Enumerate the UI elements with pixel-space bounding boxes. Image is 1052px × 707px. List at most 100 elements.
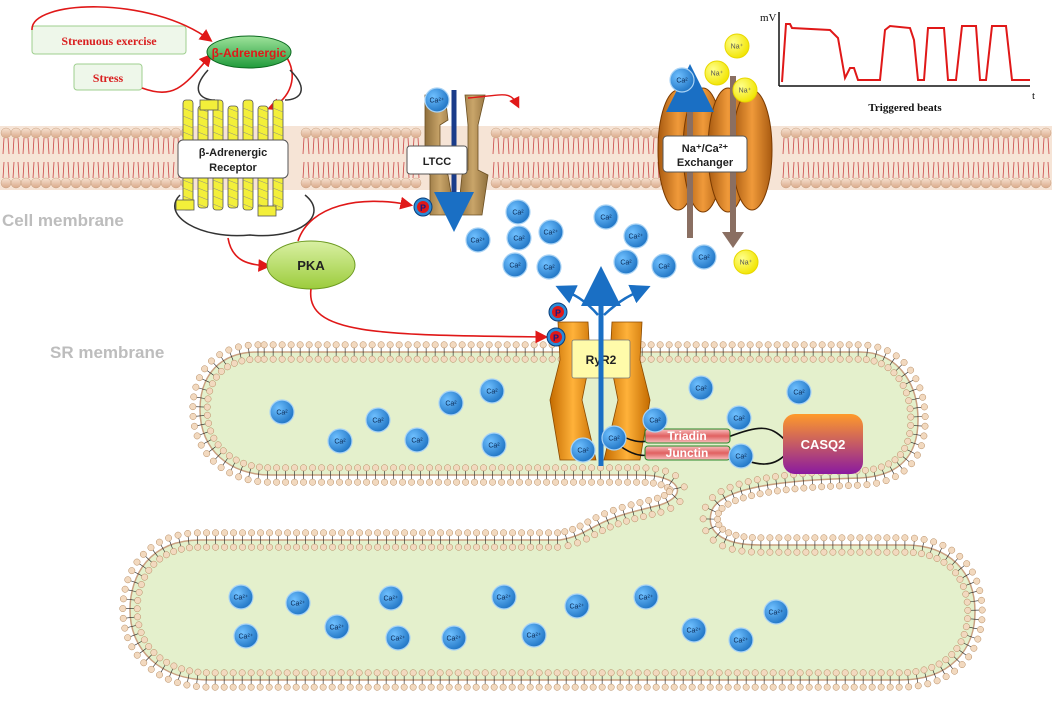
calcium-ion: Ca²: [438, 390, 464, 416]
calcium-ion: Ca²⁺: [324, 614, 350, 640]
svg-text:Ca²⁺: Ca²⁺: [239, 634, 254, 641]
phospho-ltcc: P: [413, 197, 433, 217]
ryr2-channel: RyR2: [549, 266, 651, 466]
arrow-pka-to-ltcc: [297, 196, 414, 242]
sr-membrane-bilayer: [119, 341, 986, 691]
calcium-ion: Ca²⁺: [633, 584, 659, 610]
arrow-pka-to-ryr2: [309, 288, 549, 344]
svg-text:Ca²: Ca²: [676, 78, 688, 85]
svg-text:Receptor: Receptor: [209, 162, 257, 174]
svg-text:Ca²: Ca²: [411, 438, 423, 445]
calcium-ion: Ca²⁺: [424, 87, 450, 113]
sodium-ion: Na⁺: [732, 77, 758, 103]
calcium-ion: Ca²: [786, 379, 812, 405]
calcium-ion: Ca²⁺: [465, 227, 491, 253]
calcium-ion: Ca²: [691, 244, 717, 270]
svg-text:Ca²: Ca²: [733, 416, 745, 423]
calcium-ion: Ca²: [593, 204, 619, 230]
sodium-ion: Na⁺: [733, 249, 759, 275]
svg-text:Ca²: Ca²: [658, 264, 670, 271]
calcium-ion: Ca²: [404, 427, 430, 453]
calcium-ion: Ca²⁺: [521, 622, 547, 648]
svg-text:Ca²⁺: Ca²⁺: [527, 633, 542, 640]
calcium-ion: Ca²⁺: [681, 617, 707, 643]
svg-text:Triadin: Triadin: [667, 429, 706, 443]
sodium-ion: Na⁺: [704, 60, 730, 86]
svg-text:Ca²⁺: Ca²⁺: [687, 628, 702, 635]
arrow-exercise-to-beta: [31, 6, 213, 42]
cell-membrane-bilayer: [0, 126, 1052, 190]
calcium-ion: Ca²: [327, 428, 353, 454]
svg-text:Triggered beats: Triggered beats: [868, 102, 942, 114]
svg-text:Na⁺: Na⁺: [711, 71, 724, 78]
svg-text:P: P: [553, 333, 559, 343]
svg-text:Ca²: Ca²: [276, 410, 288, 417]
svg-text:Ca²⁺: Ca²⁺: [544, 230, 559, 237]
svg-text:Strenuous exercise: Strenuous exercise: [61, 34, 157, 48]
svg-text:Ca²: Ca²: [608, 436, 620, 443]
svg-text:Ca²: Ca²: [793, 390, 805, 397]
svg-text:Ca²⁺: Ca²⁺: [291, 601, 306, 608]
action-potential-trace: [781, 23, 1030, 83]
calcium-ion: Ca²⁺: [378, 585, 404, 611]
svg-text:Ca²⁺: Ca²⁺: [734, 638, 749, 645]
calcium-ion: Ca²⁺: [228, 584, 254, 610]
calcium-ion: Ca²⁺: [564, 593, 590, 619]
svg-text:Ca²: Ca²: [695, 386, 707, 393]
svg-text:Ca²: Ca²: [620, 260, 632, 267]
svg-text:Ca²⁺: Ca²⁺: [430, 98, 445, 105]
svg-text:Ca²: Ca²: [577, 448, 589, 455]
calcium-ion: Ca²: [502, 252, 528, 278]
calcium-ion: Ca²: [479, 378, 505, 404]
svg-text:mV: mV: [760, 12, 777, 24]
calcium-ion: Ca²⁺: [285, 590, 311, 616]
beta-adrenergic-receptor: β-Adrenergic Receptor: [174, 69, 315, 237]
svg-text:P: P: [555, 308, 561, 318]
calcium-ion: Ca²: [651, 253, 677, 279]
svg-text:Ca²⁺: Ca²⁺: [639, 595, 654, 602]
svg-text:t: t: [1032, 90, 1035, 102]
svg-text:Ca²⁺: Ca²⁺: [330, 625, 345, 632]
beta-adrenergic-agonist: β-Adrenergic: [206, 35, 292, 69]
calcium-ion: Ca²⁺: [441, 625, 467, 651]
calcium-ion: Ca²: [570, 437, 596, 463]
cell-membrane-label: Cell membrane: [2, 211, 124, 230]
svg-text:β-Adrenergic: β-Adrenergic: [199, 147, 267, 159]
calcium-ion: Ca²⁺: [538, 219, 564, 245]
calcium-ion: Ca²: [506, 225, 532, 251]
triadin-junctin-complex: Triadin Junctin: [614, 427, 786, 465]
calcium-ion: Ca²⁺: [233, 623, 259, 649]
svg-text:Ca²: Ca²: [698, 255, 710, 262]
ltcc-channel: LTCC: [406, 90, 520, 232]
calcium-ion: Ca²: [269, 399, 295, 425]
svg-text:Ca²⁺: Ca²⁺: [471, 238, 486, 245]
svg-text:Na⁺: Na⁺: [740, 260, 753, 267]
svg-text:P: P: [420, 203, 426, 213]
svg-text:β-Adrenergic: β-Adrenergic: [212, 46, 287, 60]
pka-enzyme: PKA: [266, 240, 356, 290]
calcium-ion: Ca²: [536, 254, 562, 280]
sr-membrane-label: SR membrane: [50, 343, 164, 362]
ncx-exchanger: Na⁺/Ca²⁺ Exchanger: [657, 64, 773, 248]
phospho-ryr2-a: P: [548, 302, 568, 322]
calcium-ion: Ca²: [481, 432, 507, 458]
svg-text:Na⁺/Ca²⁺: Na⁺/Ca²⁺: [682, 143, 729, 155]
svg-text:Ca²⁺: Ca²⁺: [384, 596, 399, 603]
svg-text:Ca²: Ca²: [649, 418, 661, 425]
svg-text:Ca²⁺: Ca²⁺: [769, 610, 784, 617]
svg-text:Ca²: Ca²: [509, 263, 521, 270]
calcium-ion: Ca²: [642, 407, 668, 433]
calcium-ion: Ca²: [726, 405, 752, 431]
svg-text:Ca²⁺: Ca²⁺: [570, 604, 585, 611]
svg-text:CASQ2: CASQ2: [801, 437, 846, 452]
svg-text:Ca²: Ca²: [486, 389, 498, 396]
calcium-ion: Ca²: [688, 375, 714, 401]
triadin-bar: [644, 428, 731, 444]
svg-text:Ca²⁺: Ca²⁺: [447, 636, 462, 643]
sodium-ion: Na⁺: [724, 33, 750, 59]
svg-text:Ca²: Ca²: [600, 215, 612, 222]
svg-text:Ca²: Ca²: [445, 401, 457, 408]
calcium-ion: Ca²: [669, 67, 695, 93]
calcium-ion: Ca²⁺: [491, 584, 517, 610]
